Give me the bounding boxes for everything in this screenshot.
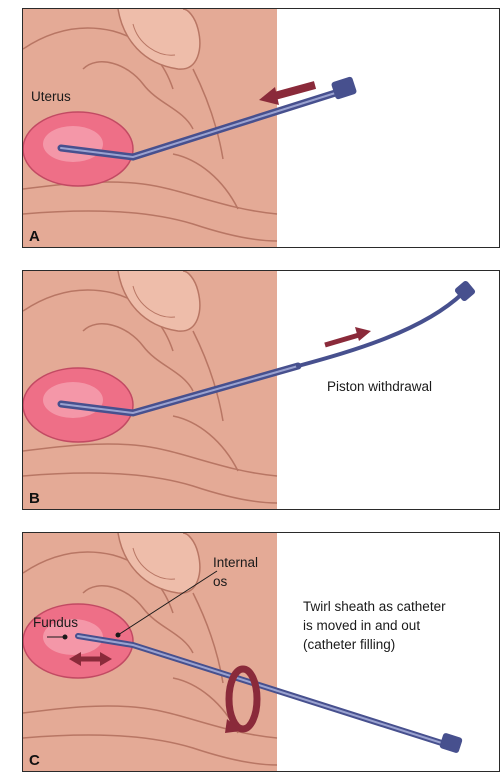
- panel-label-c: C: [29, 752, 40, 769]
- catheter-cap: [439, 732, 463, 753]
- panel-c: Internal os Fundus Twirl sheath as cathe…: [22, 532, 500, 772]
- twirl-line-2: is moved in and out: [303, 616, 446, 635]
- twirl-instruction: Twirl sheath as catheter is moved in and…: [303, 597, 446, 654]
- piston-withdrawal-label: Piston withdrawal: [327, 377, 432, 396]
- panel-label-a: A: [29, 228, 40, 245]
- piston: [298, 293, 463, 366]
- panel-label-b: B: [29, 490, 40, 507]
- panel-a-illustration: [23, 9, 499, 247]
- internal-os-label-line2: os: [213, 572, 258, 591]
- internal-os-label-line1: Internal: [213, 553, 258, 572]
- withdraw-arrow: [355, 327, 371, 341]
- internal-os-label: Internal os: [213, 553, 258, 591]
- twirl-line-3: (catheter filling): [303, 635, 446, 654]
- panel-b: Piston withdrawal B: [22, 270, 500, 510]
- twirl-line-1: Twirl sheath as catheter: [303, 597, 446, 616]
- fundus-label: Fundus: [33, 613, 78, 632]
- panel-a: Uterus A: [22, 8, 500, 248]
- uterus-label: Uterus: [31, 87, 71, 106]
